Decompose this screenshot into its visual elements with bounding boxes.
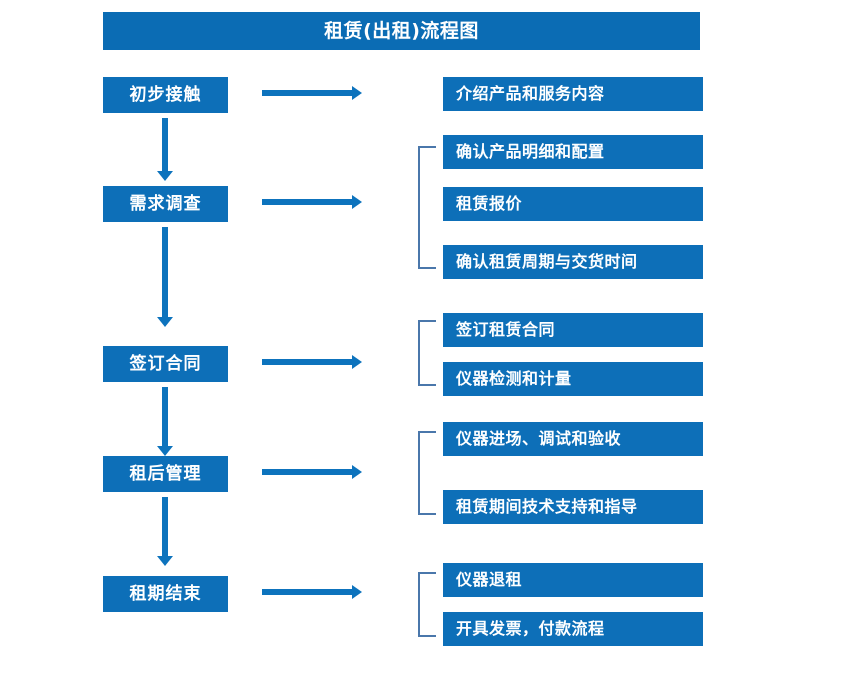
- detail-box-2-2[interactable]: 租赁报价: [443, 187, 703, 221]
- arrow-head: [352, 585, 362, 599]
- detail-label-1-1: 介绍产品和服务内容: [456, 84, 605, 103]
- group-bracket-2: [418, 146, 436, 269]
- flow-arrow-down-3: [157, 387, 173, 456]
- stage-box-5[interactable]: 租期结束: [103, 576, 228, 612]
- flow-arrow-right-4: [262, 465, 362, 479]
- arrow-head: [352, 355, 362, 369]
- stage-box-4[interactable]: 租后管理: [103, 456, 228, 492]
- arrow-head: [157, 556, 173, 566]
- detail-label-3-2: 仪器检测和计量: [456, 369, 572, 388]
- detail-label-2-2: 租赁报价: [456, 194, 523, 213]
- stage-box-2[interactable]: 需求调查: [103, 186, 228, 222]
- group-bracket-3: [418, 320, 436, 386]
- detail-box-4-2[interactable]: 租赁期间技术支持和指导: [443, 490, 703, 524]
- arrow-head: [352, 86, 362, 100]
- arrow-shaft: [162, 118, 168, 171]
- detail-box-4-1[interactable]: 仪器进场、调试和验收: [443, 422, 703, 456]
- detail-label-4-2: 租赁期间技术支持和指导: [456, 497, 638, 516]
- arrow-head: [157, 446, 173, 456]
- arrow-head: [352, 465, 362, 479]
- flow-arrow-right-1: [262, 86, 362, 100]
- stage-label-2: 需求调查: [129, 193, 202, 214]
- arrow-shaft: [262, 199, 352, 205]
- chart-title-banner: 租赁(出租)流程图: [103, 12, 700, 50]
- detail-label-3-1: 签订租赁合同: [456, 320, 556, 339]
- detail-box-2-3[interactable]: 确认租赁周期与交货时间: [443, 245, 703, 279]
- detail-label-2-3: 确认租赁周期与交货时间: [456, 252, 638, 271]
- stage-label-5: 租期结束: [129, 583, 202, 604]
- arrow-head: [157, 317, 173, 327]
- arrow-head: [157, 171, 173, 181]
- arrow-head: [352, 195, 362, 209]
- detail-box-2-1[interactable]: 确认产品明细和配置: [443, 135, 703, 169]
- arrow-shaft: [262, 359, 352, 365]
- flow-arrow-right-5: [262, 585, 362, 599]
- stage-label-4: 租后管理: [129, 463, 202, 484]
- arrow-shaft: [262, 589, 352, 595]
- stage-label-3: 签订合同: [129, 353, 202, 374]
- detail-box-5-1[interactable]: 仪器退租: [443, 563, 703, 597]
- stage-label-1: 初步接触: [129, 84, 202, 105]
- arrow-shaft: [262, 469, 352, 475]
- detail-box-5-2[interactable]: 开具发票，付款流程: [443, 612, 703, 646]
- page-title: 租赁(出租)流程图: [324, 19, 479, 42]
- detail-label-5-1: 仪器退租: [456, 570, 523, 589]
- flow-arrow-down-2: [157, 227, 173, 327]
- arrow-shaft: [262, 90, 352, 96]
- detail-label-2-1: 确认产品明细和配置: [456, 142, 605, 161]
- detail-box-1-1[interactable]: 介绍产品和服务内容: [443, 77, 703, 111]
- arrow-shaft: [162, 497, 168, 556]
- group-bracket-4: [418, 431, 436, 515]
- flow-arrow-down-4: [157, 497, 173, 566]
- detail-label-5-2: 开具发票，付款流程: [456, 619, 605, 638]
- group-bracket-5: [418, 572, 436, 637]
- flow-arrow-right-3: [262, 355, 362, 369]
- arrow-shaft: [162, 227, 168, 317]
- detail-box-3-1[interactable]: 签订租赁合同: [443, 313, 703, 347]
- stage-box-1[interactable]: 初步接触: [103, 77, 228, 113]
- arrow-shaft: [162, 387, 168, 446]
- flow-arrow-right-2: [262, 195, 362, 209]
- detail-box-3-2[interactable]: 仪器检测和计量: [443, 362, 703, 396]
- stage-box-3[interactable]: 签订合同: [103, 346, 228, 382]
- detail-label-4-1: 仪器进场、调试和验收: [456, 429, 622, 448]
- flow-arrow-down-1: [157, 118, 173, 181]
